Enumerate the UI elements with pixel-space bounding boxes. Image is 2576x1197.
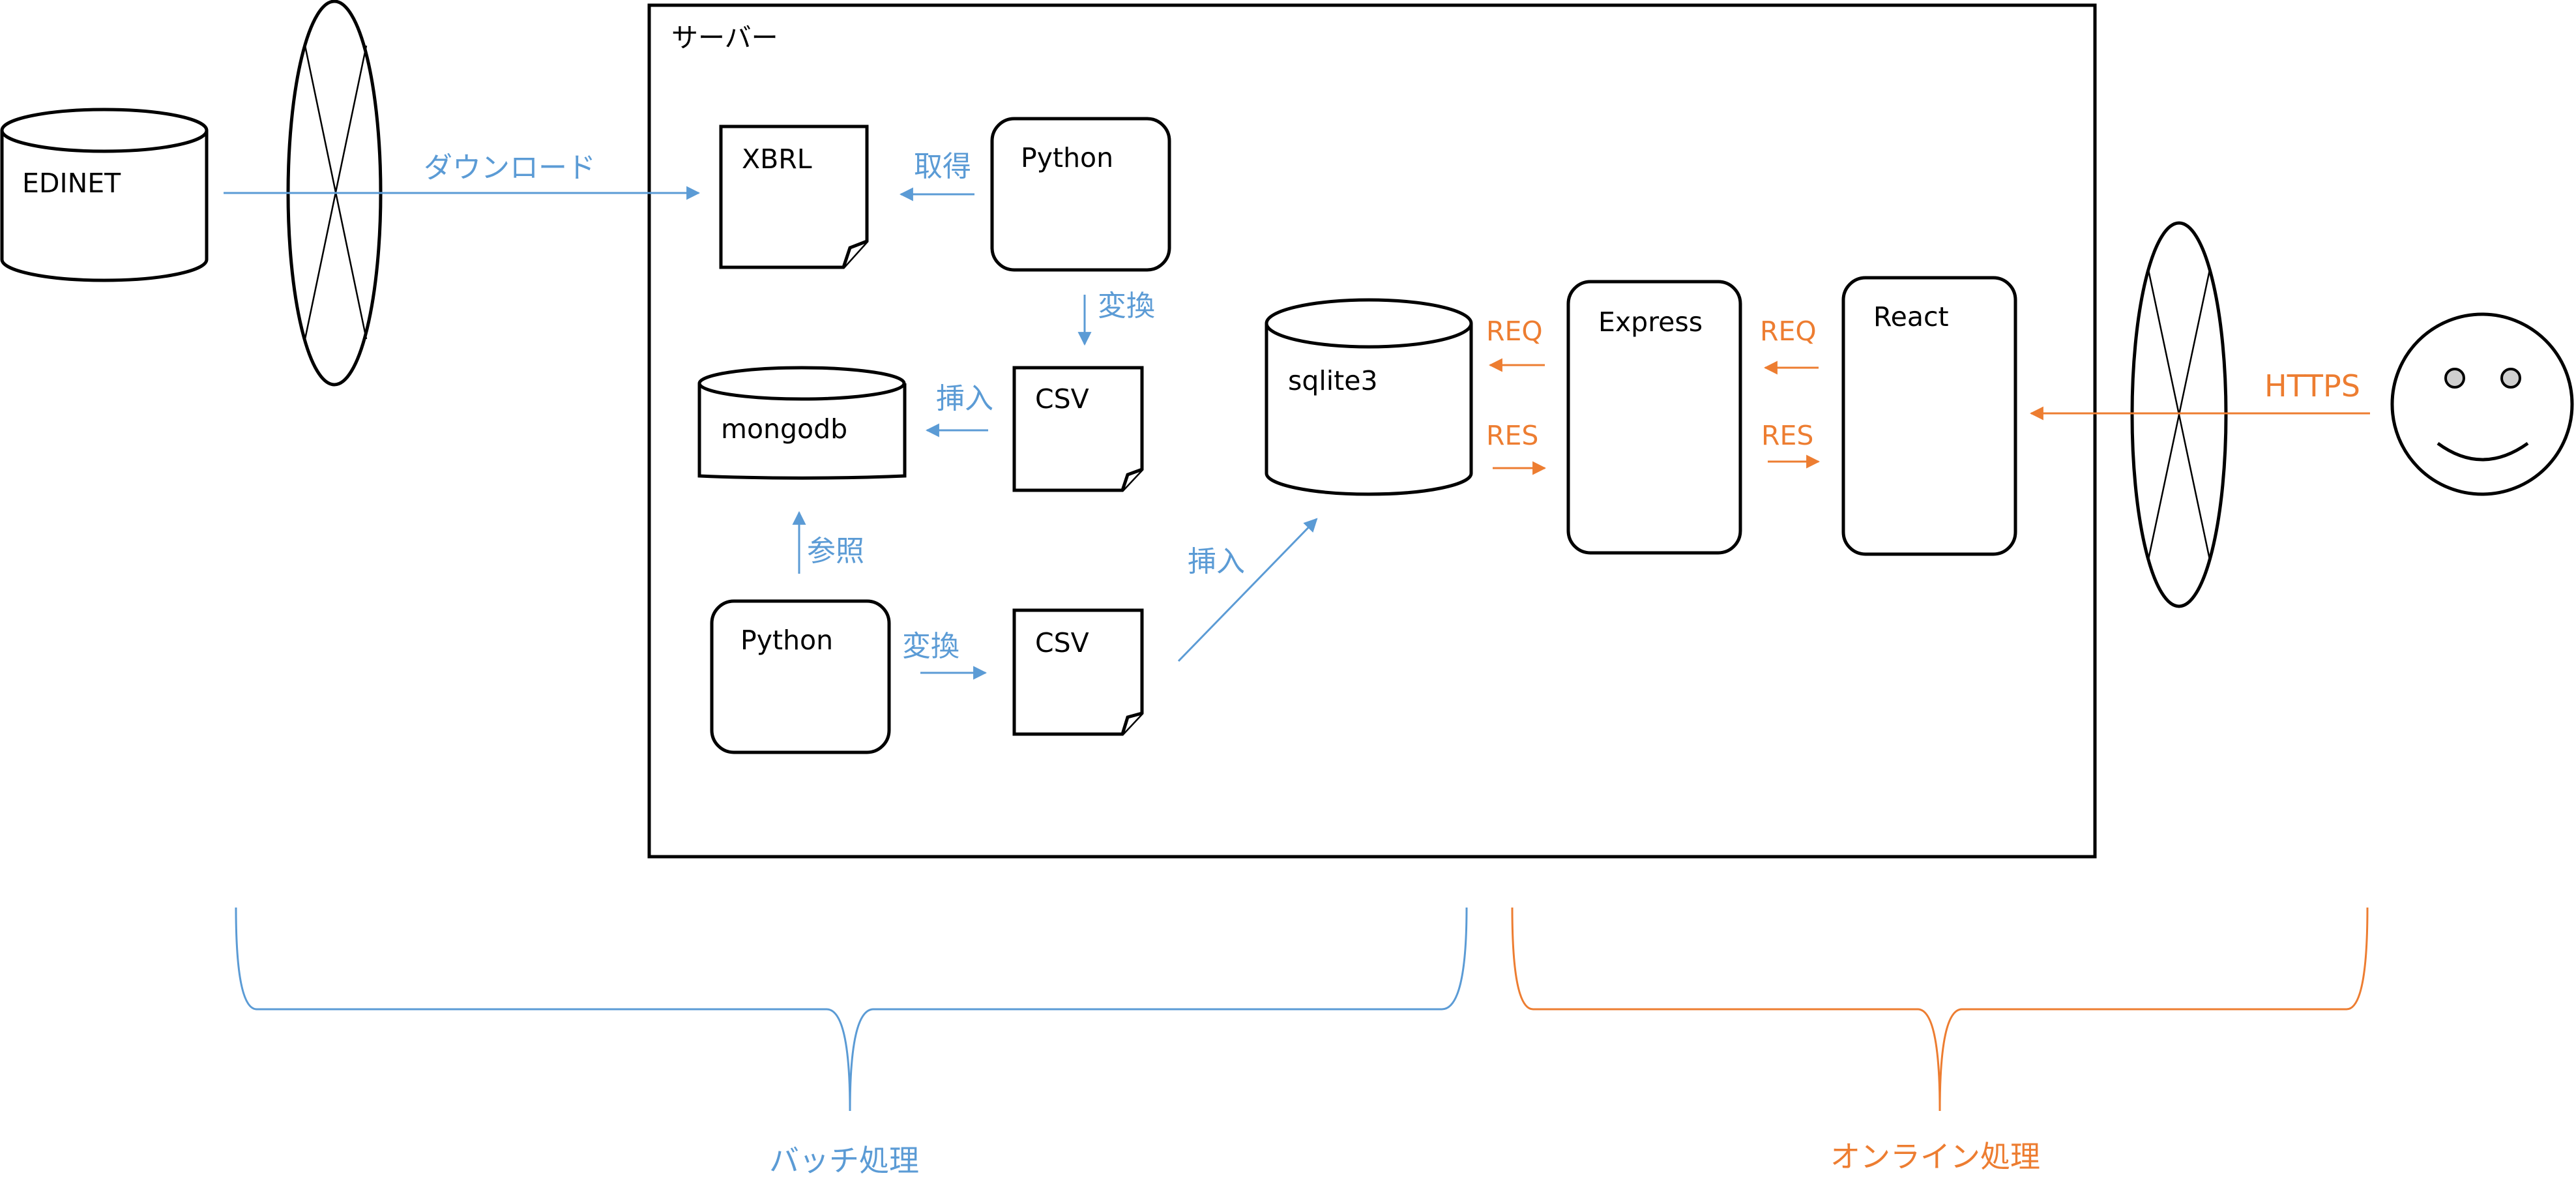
express-server: Express — [1566, 280, 1742, 555]
xbrl-document: XBRL — [719, 125, 869, 269]
python-bottom-label: Python — [740, 625, 833, 656]
python-convert-process: Python — [710, 599, 891, 754]
mongodb-label: mongodb — [721, 413, 847, 445]
edinet-database: EDINET — [0, 108, 209, 282]
fetch-label: 取得 — [914, 150, 971, 183]
user-smiley-icon — [2390, 312, 2574, 496]
express-label: Express — [1598, 306, 1703, 338]
sqlite-database: sqlite3 — [1265, 298, 1473, 496]
batch-label: バッチ処理 — [769, 1143, 919, 1178]
xbrl-label: XBRL — [742, 143, 812, 175]
download-label: ダウンロード — [424, 151, 596, 185]
batch-brace — [235, 907, 1468, 1112]
react-label: React — [1873, 301, 1949, 332]
online-brace — [1511, 907, 2369, 1112]
internet-firewall-right — [2130, 221, 2228, 608]
res-sqlite-label: RES — [1486, 420, 1538, 451]
convert-top-label: 変換 — [1098, 289, 1155, 323]
insert-sqlite-label: 挿入 — [1188, 545, 1245, 578]
res-express-label: RES — [1761, 420, 1813, 451]
convert-bottom-label: 変換 — [902, 630, 959, 663]
csv-bottom-label: CSV — [1035, 627, 1089, 658]
reference-label: 参照 — [807, 535, 864, 568]
insert-sqlite-arrow — [1177, 518, 1318, 662]
req-express-label: REQ — [1760, 316, 1817, 347]
req-sqlite-label: REQ — [1486, 316, 1543, 347]
insert-mongo-label: 挿入 — [936, 382, 993, 415]
csv-top-document: CSV — [1012, 366, 1144, 492]
edinet-label: EDINET — [22, 168, 121, 199]
python-fetch-process: Python — [990, 117, 1171, 272]
react-client: React — [1841, 276, 2017, 556]
sqlite-label: sqlite3 — [1288, 365, 1378, 396]
online-label: オンライン処理 — [1830, 1139, 2040, 1174]
python-top-label: Python — [1021, 142, 1113, 173]
csv-bottom-document: CSV — [1012, 608, 1144, 736]
https-label: HTTPS — [2264, 368, 2360, 404]
mongodb-database: mongodb — [697, 366, 907, 480]
csv-top-label: CSV — [1035, 383, 1089, 415]
server-label: サーバー — [671, 22, 778, 53]
